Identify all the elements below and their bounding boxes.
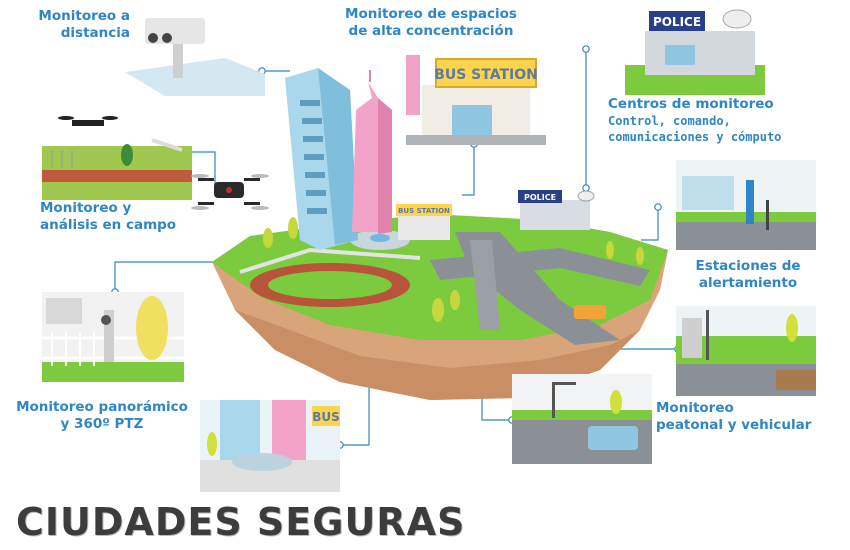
satellite-dish-icon [722, 9, 752, 29]
police-sign: POLICE [653, 15, 701, 29]
island-bus-station: BUS STATION [396, 204, 452, 240]
pedestrian-vignette [676, 306, 816, 396]
ptz-camera-icon [101, 315, 111, 325]
skyscraper-pink [352, 70, 392, 234]
bus-station-sign: BUS STATION [434, 67, 538, 83]
svg-text:BUS STATION: BUS STATION [398, 207, 450, 215]
field-drone-vignette [42, 110, 192, 200]
page-title: CIUDADES SEGURAS [16, 500, 466, 544]
skyscraper-blue [285, 68, 358, 250]
street-vignette [512, 374, 652, 464]
bus-partial-sign: BUS [312, 410, 340, 424]
ptz-vignette [42, 292, 184, 382]
label-pedestrian-vehicular: Monitoreo peatonal y vehicular [656, 400, 812, 433]
bus-station-vignette: BUS STATION [406, 55, 546, 145]
car-icon [588, 426, 638, 450]
police-station-vignette: POLICE [625, 5, 765, 95]
label-ptz-monitoring: Monitoreo panorámico y 360º PTZ [16, 399, 188, 432]
remote-camera-vignette [125, 10, 265, 96]
alert-station-vignette [676, 160, 816, 250]
drone-icon [191, 174, 269, 210]
svg-text:POLICE: POLICE [524, 193, 556, 202]
label-field-monitoring: Monitoreo y análisis en campo [40, 200, 177, 233]
plaza-vignette: BUS [200, 400, 340, 492]
label-remote-monitoring: Monitoreo a distancia [38, 8, 130, 41]
car-icon [574, 305, 606, 319]
drone-icon [58, 116, 118, 126]
island-police-station: POLICE [518, 190, 595, 230]
label-monitoring-centers: Centros de monitoreo Control, comando, c… [608, 96, 782, 144]
label-crowd-monitoring: Monitoreo de espacios de alta concentrac… [345, 6, 517, 39]
label-alert-stations: Estaciones de alertamiento [695, 258, 801, 291]
